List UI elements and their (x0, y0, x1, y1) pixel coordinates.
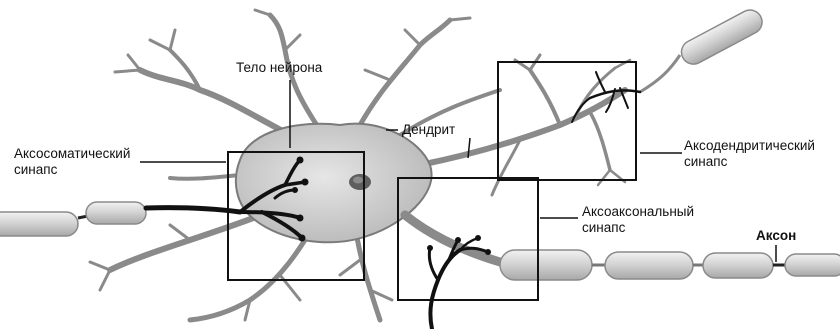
axoaxonal-synapse-label: Аксоаксональный синапс (582, 204, 694, 236)
cell-body-label: Тело нейрона (236, 60, 322, 76)
myelinated-axon (640, 6, 766, 92)
myelinated-axon (0, 202, 146, 236)
myelinated-axon (500, 250, 840, 280)
dendrite-label: Дендрит (402, 122, 455, 138)
axon-label: Аксон (756, 228, 796, 244)
axodendritic-synapse-label: Аксодендритический синапс (684, 138, 815, 170)
neuron-cell-body (236, 124, 432, 243)
axosomatic-synapse-label: Аксосоматический синапс (14, 146, 130, 178)
